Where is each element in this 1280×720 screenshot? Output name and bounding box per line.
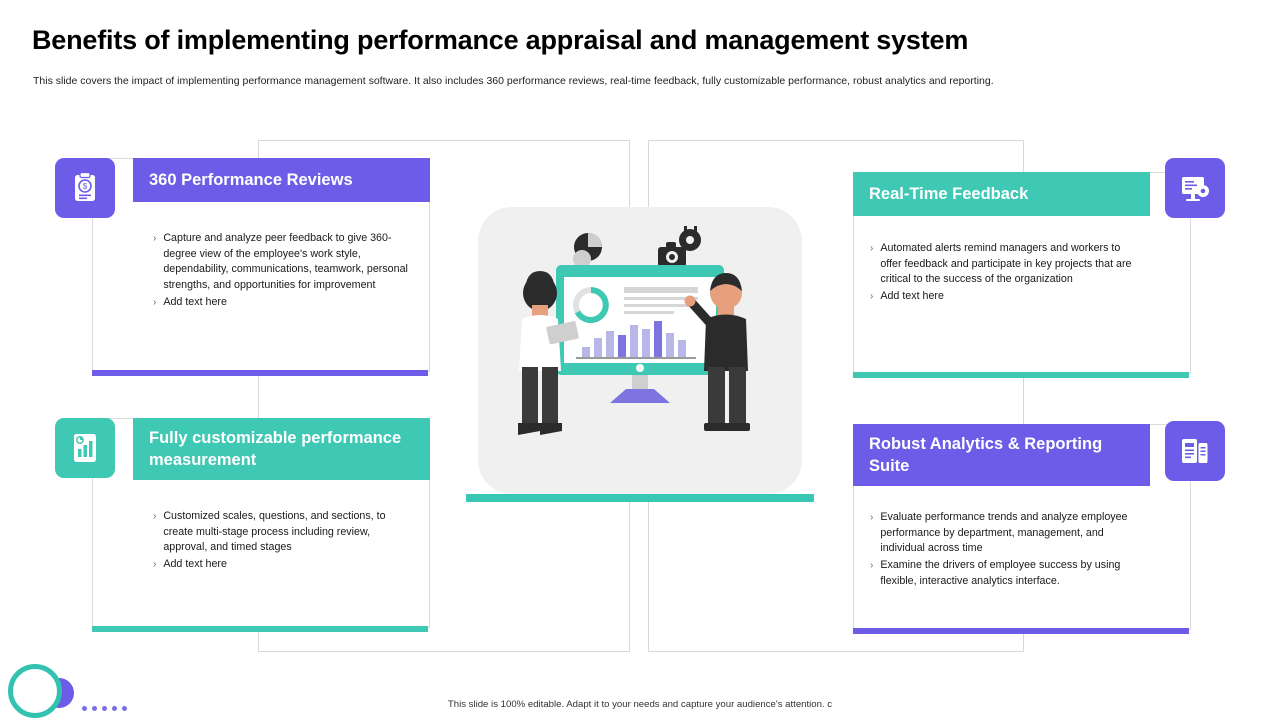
list-item: › Capture and analyze peer feedback to g… xyxy=(153,231,415,294)
page-title: Benefits of implementing performance app… xyxy=(32,25,969,55)
decorative-ring-teal xyxy=(8,664,62,718)
list-item: › Evaluate performance trends and analyz… xyxy=(870,510,1136,557)
card-fully-customizable-performance-measurement[interactable]: Fully customizable performance measureme… xyxy=(92,418,430,628)
chart-document-icon xyxy=(74,434,96,462)
card-title-text: 360 Performance Reviews xyxy=(149,171,353,189)
card-accent-bar-customizable xyxy=(92,626,428,632)
card-title-text: Fully customizable performance measureme… xyxy=(149,429,402,469)
card-header-360-performance-reviews: 360 Performance Reviews xyxy=(133,158,430,202)
list-item: › Customized scales, questions, and sect… xyxy=(153,509,415,556)
list-item: › Add text here xyxy=(153,295,415,311)
chevron-right-icon: › xyxy=(153,559,157,571)
list-item-text: Evaluate performance trends and analyze … xyxy=(880,511,1128,555)
chevron-right-icon: › xyxy=(153,296,157,308)
report-document-icon xyxy=(1182,439,1208,463)
svg-text:$: $ xyxy=(83,182,88,191)
list-item-text: Examine the drivers of employee success … xyxy=(880,559,1121,587)
card-header-real-time-feedback: Real-Time Feedback xyxy=(853,172,1150,216)
list-item: › Add text here xyxy=(870,289,1136,305)
chevron-right-icon: › xyxy=(870,291,874,303)
chevron-right-icon: › xyxy=(870,243,874,254)
decorative-dots xyxy=(82,706,127,711)
chevron-right-icon: › xyxy=(870,512,874,523)
list-item-text: Add text here xyxy=(163,295,227,308)
list-item-text: Capture and analyze peer feedback to giv… xyxy=(163,232,408,292)
card-accent-bar-360 xyxy=(92,370,428,376)
list-item: › Examine the drivers of employee succes… xyxy=(870,558,1136,589)
icon-tile-360-performance-reviews: $ xyxy=(55,158,115,218)
card-title-text: Robust Analytics & Reporting Suite xyxy=(869,435,1103,475)
card-body-360-performance-reviews: › Capture and analyze peer feedback to g… xyxy=(137,221,429,322)
list-item-text: Automated alerts remind managers and wor… xyxy=(880,242,1132,286)
presentation-gear-icon xyxy=(1182,177,1209,201)
card-title-text: Real-Time Feedback xyxy=(869,185,1029,203)
card-header-fully-customizable: Fully customizable performance measureme… xyxy=(133,418,430,480)
card-body-fully-customizable: › Customized scales, questions, and sect… xyxy=(137,499,429,584)
clipboard-checklist-icon: $ xyxy=(75,171,95,201)
card-body-robust-analytics: › Evaluate performance trends and analyz… xyxy=(854,500,1150,601)
icon-tile-fully-customizable xyxy=(55,418,115,478)
list-item: › Automated alerts remind managers and w… xyxy=(870,241,1136,288)
list-item-text: Customized scales, questions, and sectio… xyxy=(163,510,386,554)
list-item-text: Add text here xyxy=(880,290,944,303)
card-accent-bar-robust-analytics xyxy=(853,628,1189,634)
icon-tile-robust-analytics xyxy=(1165,421,1225,481)
business-analytics-illustration xyxy=(518,226,750,435)
list-item: › Add text here xyxy=(153,557,415,573)
illustration-underline xyxy=(466,494,814,502)
chevron-right-icon: › xyxy=(153,511,157,522)
chevron-right-icon: › xyxy=(870,560,874,572)
list-item-text: Add text here xyxy=(163,558,227,571)
icon-tile-real-time-feedback xyxy=(1165,158,1225,218)
card-real-time-feedback[interactable]: Real-Time Feedback › Automated alerts re… xyxy=(853,172,1191,374)
card-accent-bar-real-time xyxy=(853,372,1189,378)
card-360-performance-reviews[interactable]: 360 Performance Reviews › Capture and an… xyxy=(92,158,430,372)
card-header-robust-analytics: Robust Analytics & Reporting Suite xyxy=(853,424,1150,486)
card-robust-analytics-reporting-suite[interactable]: Robust Analytics & Reporting Suite › Eva… xyxy=(853,424,1191,630)
footer-note: This slide is 100% editable. Adapt it to… xyxy=(447,699,833,710)
chevron-right-icon: › xyxy=(153,233,157,244)
page-subtitle: This slide covers the impact of implemen… xyxy=(33,75,994,87)
illustration-panel xyxy=(478,207,802,494)
card-body-real-time-feedback: › Automated alerts remind managers and w… xyxy=(854,231,1150,316)
